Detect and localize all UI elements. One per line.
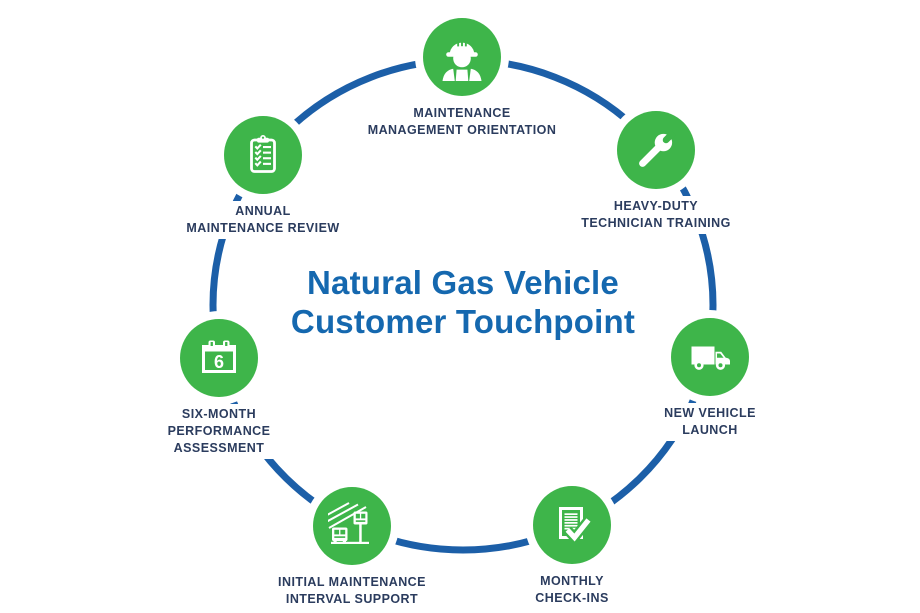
- node-label: MONTHLY CHECK-INS: [530, 571, 614, 609]
- node-six-month-performance-assessment: 6 SIX-MONTH PERFORMANCE ASSESSMENT: [99, 319, 339, 459]
- node-label: ANNUAL MAINTENANCE REVIEW: [181, 201, 345, 239]
- node-label: MAINTENANCE MANAGEMENT ORIENTATION: [362, 103, 562, 141]
- clipboard-checklist-icon: [224, 116, 302, 194]
- truck-icon: [671, 318, 749, 396]
- node-label-line: PERFORMANCE: [167, 424, 271, 438]
- diagram-title-line: Natural Gas Vehicle: [307, 264, 619, 301]
- node-initial-maintenance-interval-support: INITIAL MAINTENANCE INTERVAL SUPPORT: [232, 487, 472, 610]
- node-annual-maintenance-review: ANNUAL MAINTENANCE REVIEW: [143, 116, 383, 239]
- bus-station-icon: [313, 487, 391, 565]
- node-label: HEAVY-DUTY TECHNICIAN TRAINING: [576, 196, 736, 234]
- diagram-title: Natural Gas Vehicle Customer Touchpoint: [0, 263, 920, 341]
- node-monthly-check-ins: MONTHLY CHECK-INS: [452, 486, 692, 609]
- node-label: INITIAL MAINTENANCE INTERVAL SUPPORT: [273, 572, 431, 610]
- calendar-number: 6: [214, 352, 224, 372]
- node-label: NEW VEHICLE LAUNCH: [659, 403, 761, 441]
- node-heavy-duty-technician-training: HEAVY-DUTY TECHNICIAN TRAINING: [536, 111, 776, 234]
- node-label-line: NEW VEHICLE: [664, 406, 756, 420]
- worker-hard-hat-icon: [423, 18, 501, 96]
- node-label-line: SIX-MONTH: [181, 407, 257, 421]
- node-label-line: INTERVAL SUPPORT: [285, 592, 419, 606]
- node-label-line: MAINTENANCE REVIEW: [186, 221, 340, 235]
- wrench-icon: [617, 111, 695, 189]
- node-label-line: TECHNICIAN TRAINING: [581, 216, 731, 230]
- calendar-6-icon: 6: [180, 319, 258, 397]
- diagram-title-line: Customer Touchpoint: [290, 303, 636, 340]
- node-maintenance-management-orientation: MAINTENANCE MANAGEMENT ORIENTATION: [342, 18, 582, 141]
- node-label-line: INITIAL MAINTENANCE: [278, 575, 426, 589]
- document-checkmark-icon: [533, 486, 611, 564]
- node-label-line: LAUNCH: [682, 423, 738, 437]
- node-new-vehicle-launch: NEW VEHICLE LAUNCH: [590, 318, 830, 441]
- node-label-line: CHECK-INS: [535, 591, 609, 605]
- node-label-line: MANAGEMENT ORIENTATION: [367, 123, 557, 137]
- node-label-line: ANNUAL: [235, 204, 291, 218]
- node-label: SIX-MONTH PERFORMANCE ASSESSMENT: [162, 404, 276, 459]
- node-label-line: MAINTENANCE: [413, 106, 511, 120]
- node-label-line: MONTHLY: [540, 574, 604, 588]
- node-label-line: HEAVY-DUTY: [613, 199, 699, 213]
- node-label-line: ASSESSMENT: [173, 441, 265, 455]
